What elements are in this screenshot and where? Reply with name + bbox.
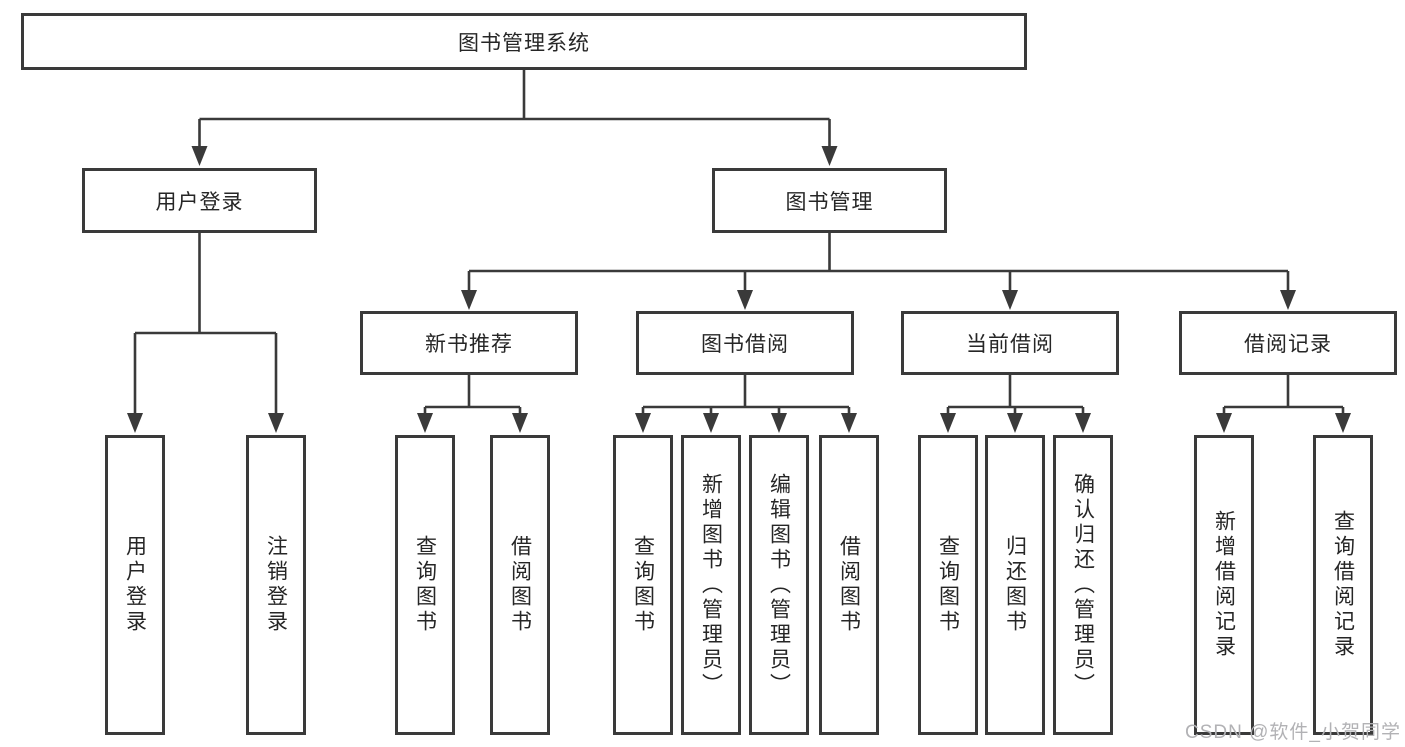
leaf-edit-books-admin-label: 编辑图书（管理员）	[767, 472, 791, 698]
leaf-query-books-current: 查询图书	[918, 435, 978, 735]
leaf-user-login-label: 用户登录	[123, 535, 147, 635]
leaf-add-borrow-record-label: 新增借阅记录	[1212, 510, 1236, 660]
node-user-login: 用户登录	[82, 168, 317, 233]
leaf-add-borrow-record: 新增借阅记录	[1194, 435, 1254, 735]
leaf-return-books: 归还图书	[985, 435, 1045, 735]
leaf-confirm-return-admin: 确认归还（管理员）	[1053, 435, 1113, 735]
node-book-borrowing: 图书借阅	[636, 311, 854, 375]
node-current-borrowing: 当前借阅	[901, 311, 1119, 375]
leaf-borrow-books-borrowing: 借阅图书	[819, 435, 879, 735]
node-library-system: 图书管理系统	[21, 13, 1027, 70]
leaf-borrow-books-borrowing-label: 借阅图书	[837, 535, 861, 635]
leaf-return-books-label: 归还图书	[1003, 535, 1027, 635]
node-borrowing-records: 借阅记录	[1179, 311, 1397, 375]
leaf-add-books-admin-label: 新增图书（管理员）	[699, 472, 723, 698]
leaf-borrow-books-recommend: 借阅图书	[490, 435, 550, 735]
arrowheads	[127, 146, 1351, 433]
leaf-query-books-current-label: 查询图书	[936, 535, 960, 635]
leaf-logout: 注销登录	[246, 435, 306, 735]
connector-paths	[133, 70, 1345, 416]
node-book-management: 图书管理	[712, 168, 947, 233]
node-new-book-recommendation: 新书推荐	[360, 311, 578, 375]
leaf-edit-books-admin: 编辑图书（管理员）	[749, 435, 809, 735]
leaf-query-books-borrowing-label: 查询图书	[631, 535, 655, 635]
leaf-query-books-recommend-label: 查询图书	[413, 535, 437, 635]
leaf-user-login: 用户登录	[105, 435, 165, 735]
leaf-query-books-borrowing: 查询图书	[613, 435, 673, 735]
leaf-query-borrow-record: 查询借阅记录	[1313, 435, 1373, 735]
leaf-confirm-return-admin-label: 确认归还（管理员）	[1071, 472, 1095, 698]
leaf-borrow-books-recommend-label: 借阅图书	[508, 535, 532, 635]
leaf-logout-label: 注销登录	[264, 535, 288, 635]
leaf-add-books-admin: 新增图书（管理员）	[681, 435, 741, 735]
leaf-query-borrow-record-label: 查询借阅记录	[1331, 510, 1355, 660]
leaf-query-books-recommend: 查询图书	[395, 435, 455, 735]
watermark: CSDN @软件_小贺同学	[1185, 722, 1401, 743]
